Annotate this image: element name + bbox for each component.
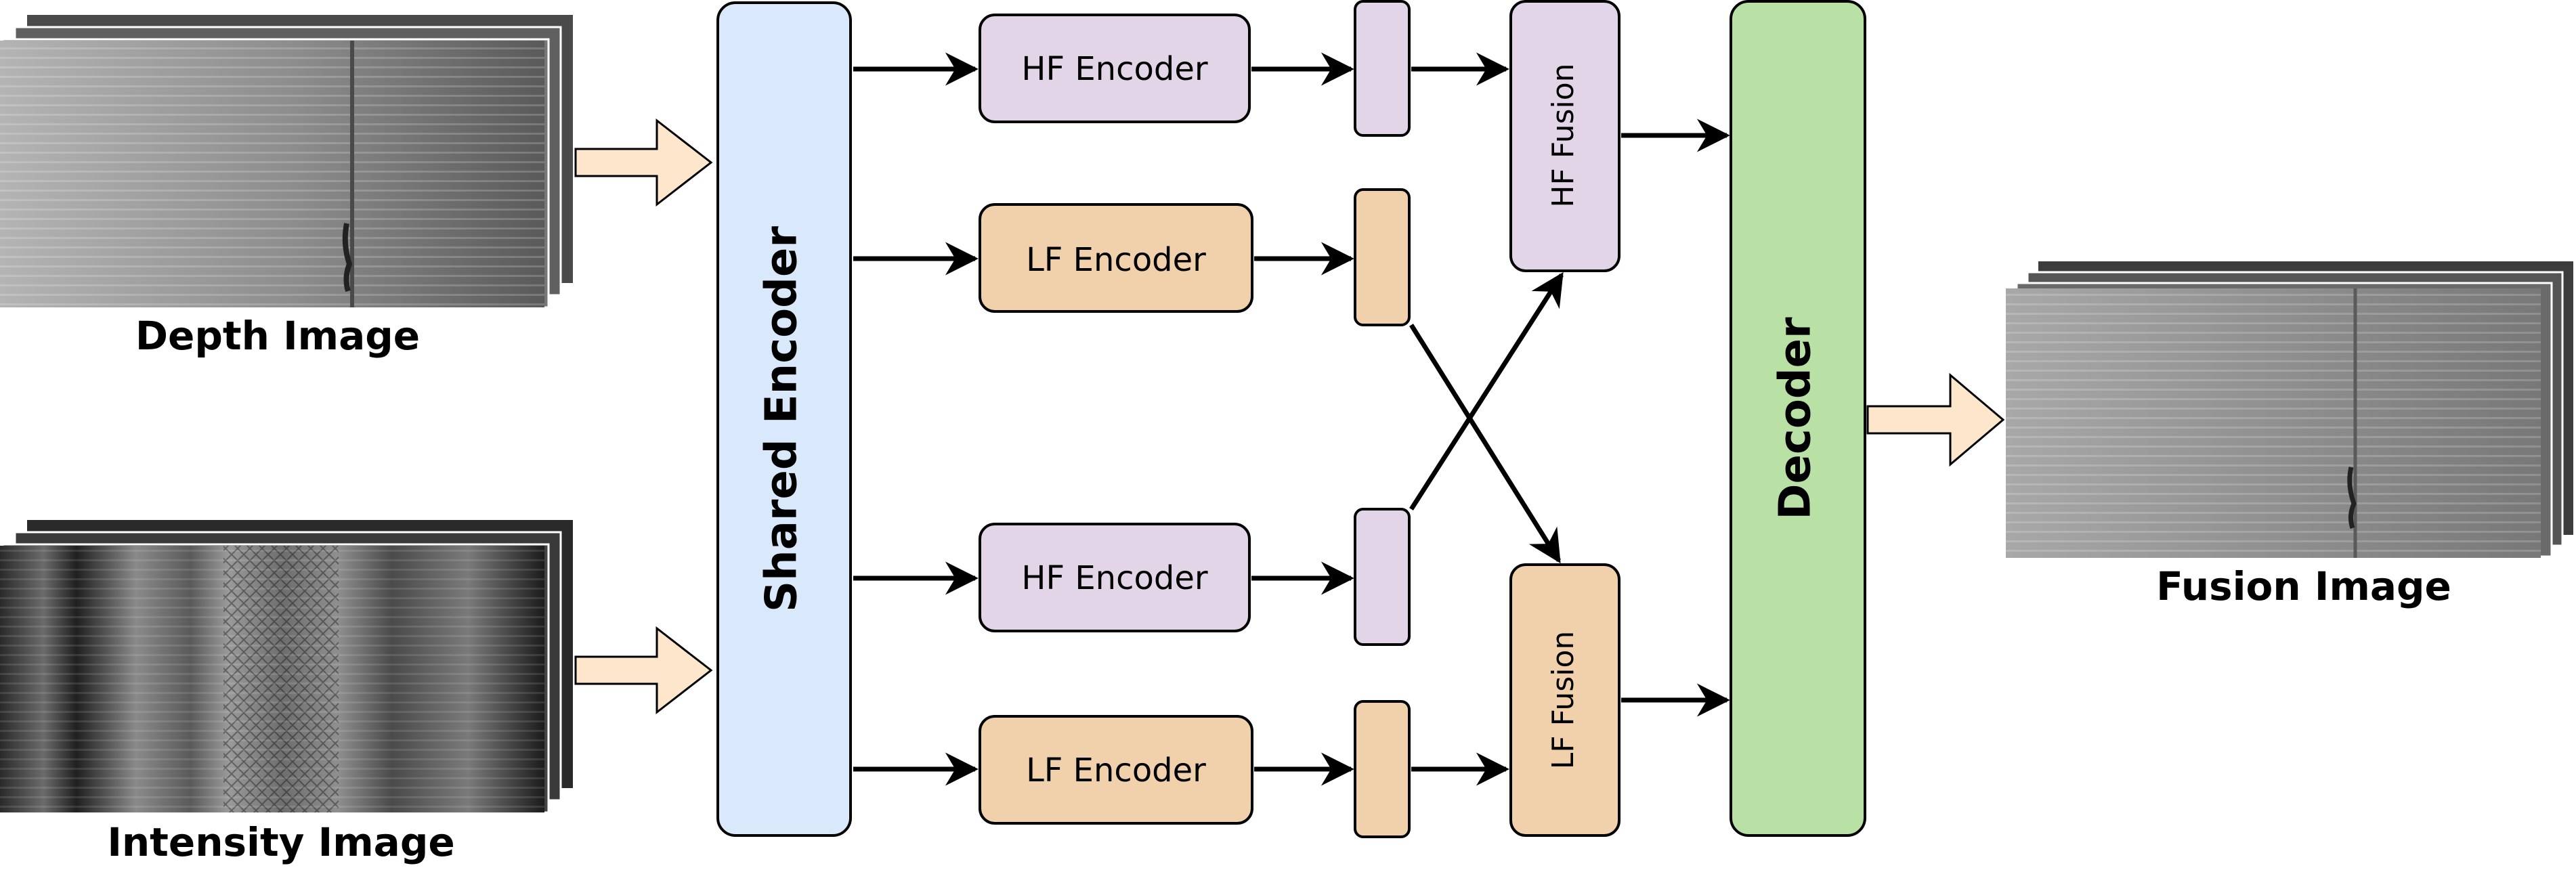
lf-feature-top bbox=[1354, 188, 1411, 326]
decoder-label: Decoder bbox=[1771, 317, 1821, 520]
hf-fusion-label: HF Fusion bbox=[1546, 63, 1581, 207]
lf-feature-bottom bbox=[1354, 700, 1411, 838]
intensity-image-caption: Intensity Image bbox=[107, 819, 454, 865]
depth-image-stack bbox=[0, 15, 573, 309]
hf-encoder-top-block bbox=[979, 14, 1251, 123]
fusion-image-caption: Fusion Image bbox=[2156, 563, 2451, 609]
fusion-image-stack bbox=[2006, 261, 2573, 558]
hf-encoder-bottom-label: HF Encoder bbox=[1021, 559, 1207, 597]
hf-encoder-bottom-block bbox=[979, 523, 1251, 632]
output-arrow bbox=[1866, 372, 2005, 467]
hf-fusion-block bbox=[1509, 0, 1620, 272]
depth-image-crack bbox=[342, 223, 353, 292]
intensity-image-stack bbox=[0, 520, 573, 814]
arrow-lf-feature-top-to-lf-fusion bbox=[1409, 324, 1561, 564]
lf-fusion-block bbox=[1509, 563, 1620, 837]
lf-encoder-bottom-block bbox=[979, 715, 1253, 825]
lf-encoder-top-label: LF Encoder bbox=[1026, 241, 1206, 279]
arrow-hf-feature-bottom-to-hf-fusion bbox=[1409, 271, 1564, 510]
intensity-image-scanlines bbox=[0, 546, 544, 812]
lf-fusion-label: LF Fusion bbox=[1546, 631, 1581, 770]
decoder-block bbox=[1730, 0, 1866, 837]
depth-image-scanlines bbox=[0, 41, 544, 307]
depth-input-arrow bbox=[574, 118, 713, 207]
depth-image-caption: Depth Image bbox=[135, 313, 420, 359]
hf-feature-top bbox=[1354, 0, 1411, 137]
shared-encoder-label: Shared Encoder bbox=[757, 226, 807, 612]
fusion-image-crack bbox=[2347, 466, 2357, 529]
hf-encoder-top-label: HF Encoder bbox=[1021, 50, 1207, 88]
shared-encoder-block bbox=[716, 1, 852, 837]
lf-encoder-bottom-label: LF Encoder bbox=[1026, 752, 1206, 789]
hf-feature-bottom bbox=[1354, 508, 1411, 646]
lf-encoder-top-block bbox=[979, 203, 1253, 313]
fusion-image-scanlines bbox=[2006, 288, 2541, 558]
intensity-input-arrow bbox=[574, 626, 713, 715]
